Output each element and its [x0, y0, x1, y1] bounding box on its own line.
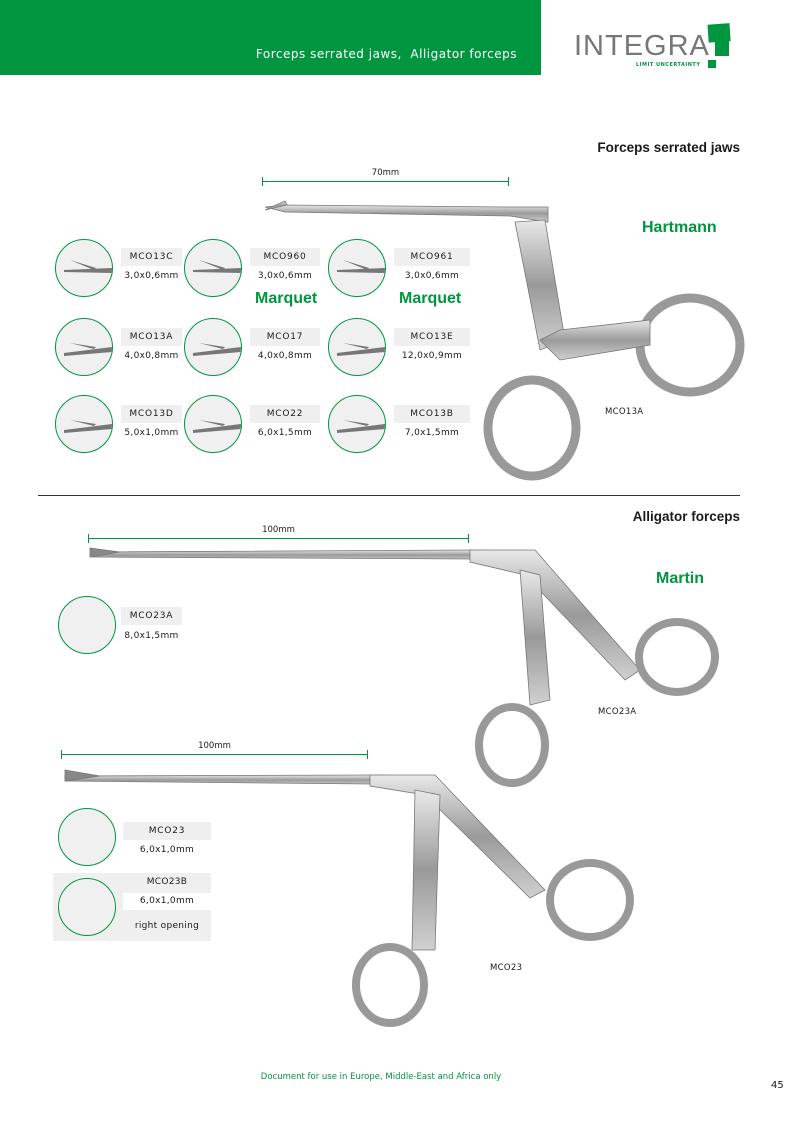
- dimension-label: 100mm: [198, 741, 231, 751]
- instrument-label: MCO23: [490, 963, 523, 973]
- jaw-detail-circle: [328, 395, 386, 453]
- header-title: Forceps serrated jaws, Alligator forceps: [255, 47, 517, 61]
- product-code: MCO23: [123, 822, 211, 840]
- logo-tagline: LIMIT UNCERTAINTY: [636, 62, 701, 68]
- martin-forceps-a-image: [89, 547, 719, 787]
- jaw-detail-circle: [55, 239, 113, 297]
- product-size: 3,0x0,6mm: [124, 271, 179, 281]
- dimension-label: 100mm: [262, 525, 295, 535]
- jaw-detail-circle: [184, 239, 242, 297]
- section-title-alligator: Alligator forceps: [632, 509, 740, 524]
- product-size: 3,0x0,6mm: [404, 271, 460, 281]
- jaw-icon: [337, 260, 385, 273]
- section-divider: [38, 495, 740, 496]
- product-code: MCO13D: [121, 405, 182, 423]
- product-code: MCO13C: [121, 248, 182, 266]
- product-code: MCO961: [394, 248, 470, 266]
- product-code: MCO13A: [121, 328, 182, 346]
- brand-marquet: Marquet: [255, 290, 318, 307]
- martin-forceps-b-image: [64, 769, 634, 1027]
- jaw-detail-circle: [328, 318, 386, 376]
- section-title-serrated: Forceps serrated jaws: [597, 140, 740, 155]
- logo-squares-icon: [707, 23, 731, 68]
- footer-note: Document for use in Europe, Middle-East …: [260, 1072, 502, 1082]
- dimension-label: 70mm: [371, 168, 400, 178]
- dimension-line-70: [262, 177, 509, 186]
- product-code: MCO22: [250, 405, 320, 423]
- jaw-detail-circle: [184, 318, 242, 376]
- product-size: 12,0x0,9mm: [401, 351, 463, 361]
- jaw-detail-circle: [55, 318, 113, 376]
- jaw-icon: [337, 420, 385, 433]
- product-size: 6,0x1,0mm: [123, 893, 211, 910]
- hartmann-forceps-image: [264, 200, 745, 481]
- product-code: MCO17: [250, 328, 320, 346]
- integra-logo: INTEGRA LIMIT UNCERTAINTY: [574, 18, 734, 74]
- instrument-label: MCO13A: [605, 407, 644, 417]
- jaw-icon: [64, 260, 112, 273]
- logo-wordmark: INTEGRA: [574, 30, 710, 62]
- jaw-icon: [193, 420, 241, 433]
- product-size: 6,0x1,5mm: [257, 428, 313, 438]
- product-size: 5,0x1,0mm: [124, 428, 179, 438]
- jaw-detail-circle: [328, 239, 386, 297]
- product-size: 4,0x0,8mm: [124, 351, 179, 361]
- header-band: Forceps serrated jaws, Alligator forceps: [0, 0, 541, 75]
- instrument-label: MCO23A: [598, 707, 637, 717]
- product-size: 6,0x1,0mm: [139, 845, 195, 855]
- page-number: 45: [771, 1080, 784, 1091]
- product-code: MCO13E: [394, 328, 470, 346]
- jaw-detail-circle: [58, 878, 116, 936]
- product-size: 4,0x0,8mm: [257, 351, 313, 361]
- product-note: right opening: [134, 921, 200, 931]
- jaw-icon: [193, 343, 241, 356]
- product-size: 3,0x0,6mm: [257, 271, 313, 281]
- jaw-detail-circle: [58, 596, 116, 654]
- jaw-icon: [64, 420, 112, 433]
- brand-marquet: Marquet: [399, 290, 462, 307]
- dimension-line-100: [61, 750, 368, 759]
- product-code: MCO23A: [121, 607, 182, 625]
- brand-hartmann: Hartmann: [642, 219, 717, 236]
- jaw-detail-circle: [55, 395, 113, 453]
- product-size: 8,0x1,5mm: [124, 631, 179, 641]
- brand-martin: Martin: [656, 570, 704, 587]
- jaw-detail-circle: [58, 808, 116, 866]
- product-size: 7,0x1,5mm: [404, 428, 460, 438]
- jaw-detail-circle: [184, 395, 242, 453]
- product-code: MCO23B: [146, 877, 188, 887]
- jaw-icon: [337, 343, 385, 356]
- jaw-icon: [64, 343, 112, 356]
- product-code: MCO13B: [394, 405, 470, 423]
- dimension-line-100: [88, 534, 469, 543]
- jaw-icon: [193, 260, 241, 273]
- product-code: MCO960: [250, 248, 320, 266]
